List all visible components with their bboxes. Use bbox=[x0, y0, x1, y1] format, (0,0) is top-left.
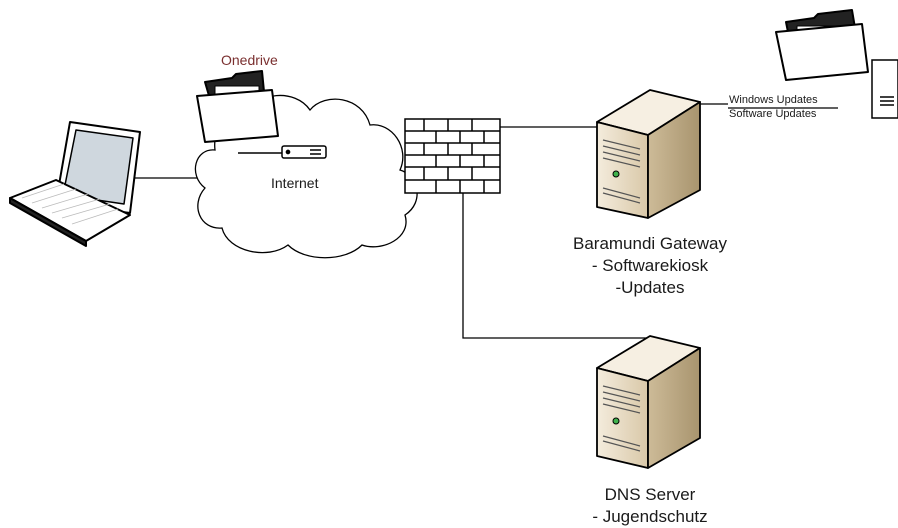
document-icon bbox=[871, 59, 898, 119]
firewall-icon bbox=[404, 118, 501, 194]
updates-folder-icon bbox=[775, 9, 869, 81]
onedrive-label: Onedrive bbox=[221, 52, 278, 68]
software-updates-label: Software Updates bbox=[729, 108, 817, 120]
dns-server-icon bbox=[596, 335, 701, 469]
gateway-server-icon bbox=[596, 89, 701, 219]
laptop-icon bbox=[9, 121, 141, 247]
gateway-updates: -Updates bbox=[615, 278, 685, 297]
windows-updates-label: Windows Updates bbox=[729, 94, 818, 106]
dns-jugendschutz: - Jugendschutz bbox=[592, 507, 708, 526]
gateway-title: Baramundi Gateway bbox=[572, 234, 728, 253]
connection-lines bbox=[135, 103, 838, 339]
dns-caption: DNS Server - Jugendschutz bbox=[550, 484, 750, 528]
folder-icon bbox=[196, 70, 279, 143]
gateway-caption: Baramundi Gateway - Softwarekiosk -Updat… bbox=[540, 233, 760, 299]
internet-label: Internet bbox=[271, 175, 319, 191]
router-icon bbox=[238, 145, 327, 159]
dns-title: DNS Server bbox=[604, 485, 696, 504]
gateway-softwarekiosk: - Softwarekiosk bbox=[591, 256, 709, 275]
firewall-to-dns-line bbox=[462, 193, 650, 339]
